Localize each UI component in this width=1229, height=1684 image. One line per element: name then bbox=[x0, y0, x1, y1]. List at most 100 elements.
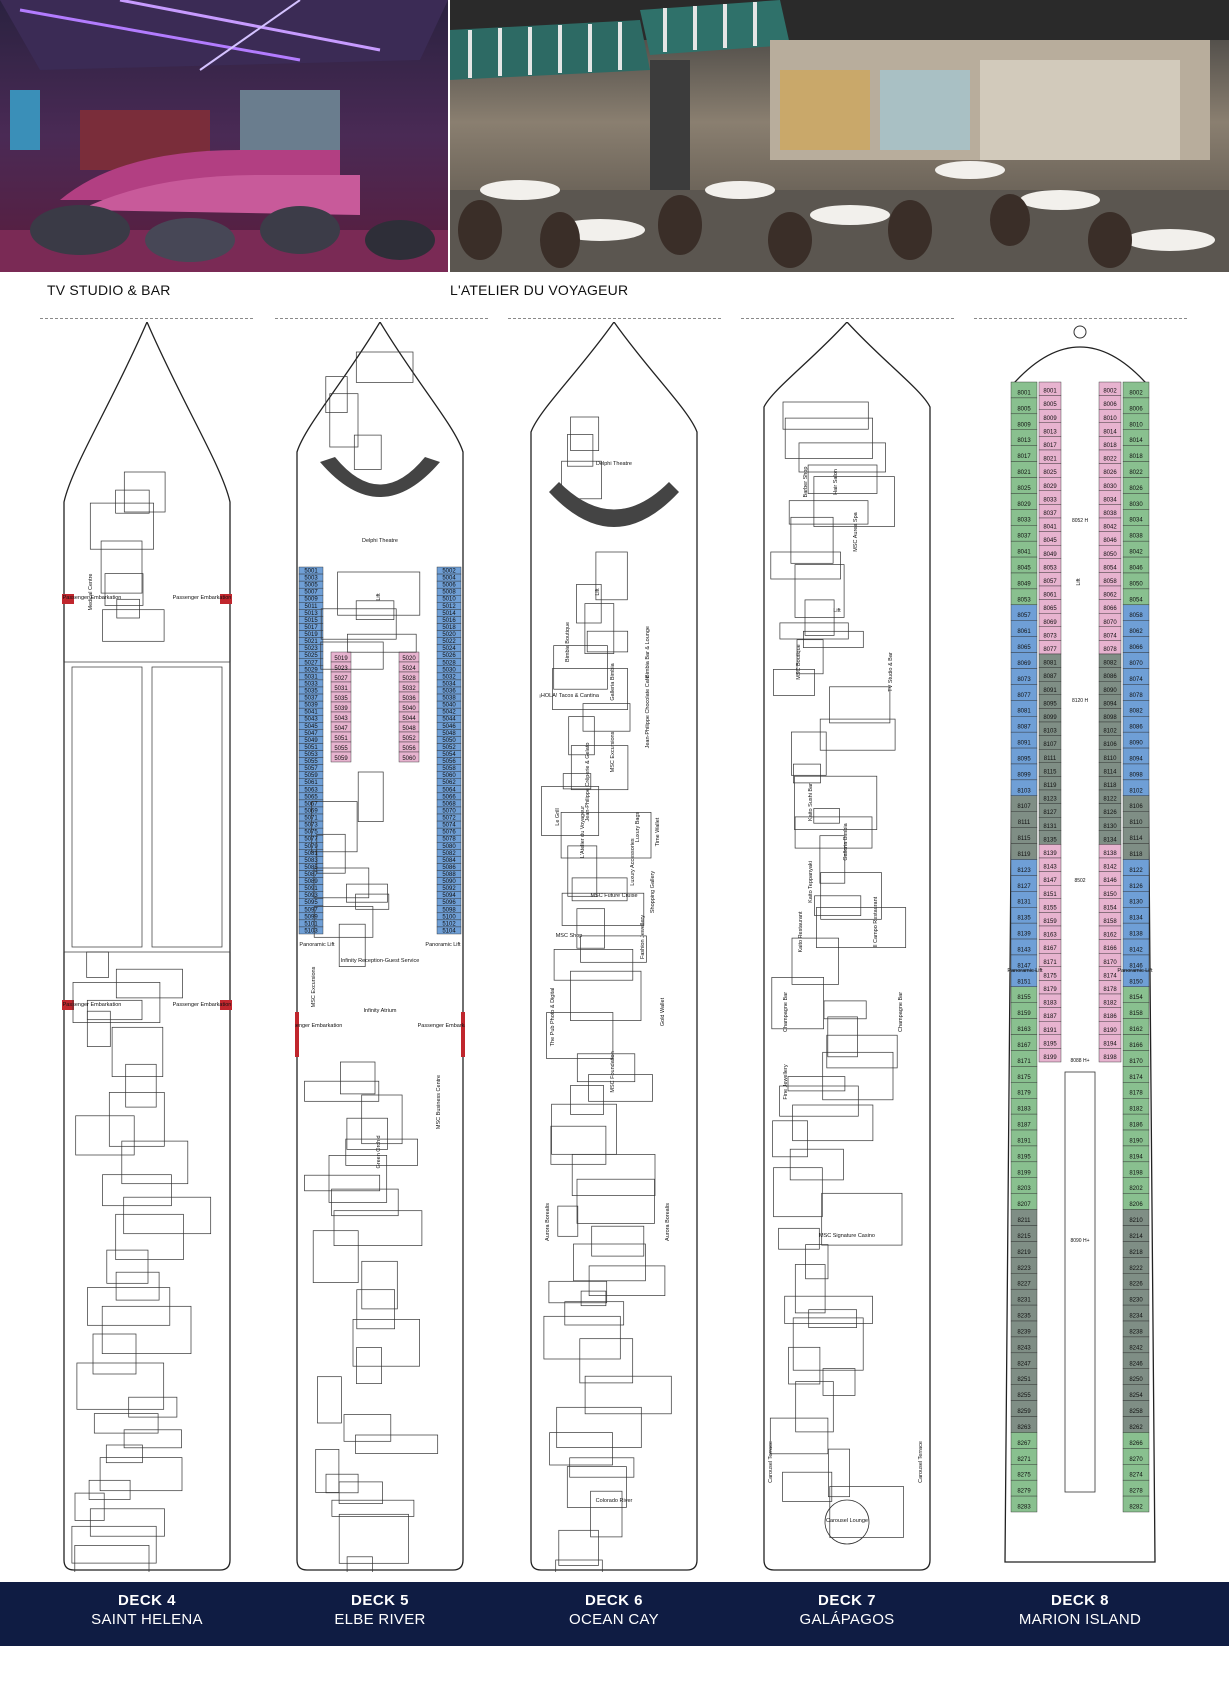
cabin-number: 8115 bbox=[1044, 769, 1058, 775]
cabin-number: 5035 bbox=[334, 696, 348, 702]
cabin-number: 8103 bbox=[1043, 729, 1057, 735]
cabin-number: 8021 bbox=[1017, 470, 1031, 476]
room-outline bbox=[105, 1444, 143, 1464]
room-outline bbox=[92, 1333, 137, 1375]
cabin-number: 8058 bbox=[1129, 613, 1143, 619]
cabin-number: 8143 bbox=[1017, 947, 1031, 953]
room-outline bbox=[128, 1396, 178, 1418]
cabin-number: 8254 bbox=[1129, 1393, 1143, 1399]
cabin-number: 5044 bbox=[442, 717, 456, 723]
room-outline bbox=[72, 982, 161, 1023]
cabin-number: 5018 bbox=[442, 625, 456, 631]
cabin-number: 8086 bbox=[1129, 725, 1143, 731]
room-outline bbox=[819, 835, 846, 884]
cabin-number: 5045 bbox=[304, 724, 318, 730]
cabin-number: 8111 bbox=[1018, 820, 1031, 826]
cabin-number: 8155 bbox=[1017, 995, 1031, 1001]
cabin-number: 5080 bbox=[442, 844, 456, 850]
cabin-number: 8102 bbox=[1129, 788, 1143, 794]
divider bbox=[40, 318, 253, 319]
room-outline bbox=[795, 1381, 834, 1433]
cabin-number: 8041 bbox=[1017, 550, 1031, 556]
cabin-number: 8190 bbox=[1129, 1138, 1143, 1144]
cabin-number: 8062 bbox=[1129, 629, 1143, 635]
hull-outline bbox=[296, 322, 464, 1571]
cabin-number: 8057 bbox=[1043, 579, 1057, 585]
room-label: MSC Future Cruise bbox=[590, 893, 637, 899]
cabin-number: 8126 bbox=[1129, 884, 1143, 890]
cabin-number: 8175 bbox=[1043, 973, 1057, 979]
room-label: Fine Jewellery bbox=[783, 1064, 789, 1099]
cabin-number: 8131 bbox=[1043, 824, 1057, 830]
room-outline bbox=[555, 1559, 603, 1572]
room-outline bbox=[343, 1414, 392, 1442]
cabin-number: 8238 bbox=[1129, 1329, 1143, 1335]
divider bbox=[508, 318, 721, 319]
cabin-number: 5017 bbox=[304, 625, 318, 631]
room-outline bbox=[329, 393, 359, 448]
room-outline bbox=[558, 1529, 599, 1566]
cabin-number: 5054 bbox=[442, 752, 456, 758]
cabin-number: 8179 bbox=[1043, 987, 1057, 993]
room-outline bbox=[71, 1525, 157, 1564]
room-label: Time Wallet bbox=[655, 817, 661, 846]
room-outline bbox=[821, 1192, 903, 1246]
room-outline bbox=[102, 609, 165, 642]
cabin-number: 8006 bbox=[1103, 402, 1117, 408]
room-outline bbox=[552, 668, 628, 710]
room-outline bbox=[74, 1545, 150, 1572]
cabin-number: 8018 bbox=[1103, 443, 1117, 449]
cabin-number: 5047 bbox=[334, 726, 348, 732]
embarkation-marker bbox=[295, 1012, 299, 1057]
room-label: Carousel Terrace bbox=[768, 1441, 774, 1483]
cabin-number: 8029 bbox=[1043, 484, 1057, 490]
room-outline bbox=[346, 883, 388, 903]
lounge-outline bbox=[824, 1499, 870, 1545]
room-outline bbox=[814, 895, 862, 916]
cabin-number: 8081 bbox=[1017, 709, 1031, 715]
cabin-number: 8098 bbox=[1129, 772, 1143, 778]
room-outline bbox=[561, 460, 602, 500]
cabin-number: 8167 bbox=[1043, 946, 1057, 952]
cabin-number: 8025 bbox=[1043, 470, 1057, 476]
cabin-number: 8033 bbox=[1017, 518, 1031, 524]
room-outline bbox=[125, 1063, 157, 1108]
room-outline bbox=[794, 1264, 826, 1314]
room-label: Panoramic Lift bbox=[1117, 968, 1153, 974]
room-label: Aurora Borealis bbox=[545, 1203, 551, 1241]
cabin-number: 5055 bbox=[304, 759, 318, 765]
cabin-number: 8002 bbox=[1129, 390, 1143, 396]
room-outline bbox=[591, 1225, 645, 1257]
cabin-number: 8038 bbox=[1129, 534, 1143, 540]
cabin-number: 8194 bbox=[1103, 1041, 1117, 1047]
cabin-number: 5051 bbox=[304, 745, 318, 751]
room-outline bbox=[582, 703, 631, 732]
cabin-number: 8266 bbox=[1129, 1441, 1143, 1447]
room-outline bbox=[564, 1301, 625, 1326]
cabin-number: 8010 bbox=[1103, 416, 1117, 422]
cabin-number: 8199 bbox=[1017, 1170, 1031, 1176]
cabin-number: 5081 bbox=[304, 851, 318, 857]
cabin-number: 5095 bbox=[304, 900, 318, 906]
cabin-number: 5062 bbox=[442, 780, 456, 786]
room-outline bbox=[782, 1471, 833, 1502]
cabin-number: 8186 bbox=[1103, 1014, 1117, 1020]
cabin-number: 5084 bbox=[442, 858, 456, 864]
room-outline bbox=[346, 1556, 373, 1572]
cabin-number: 5088 bbox=[442, 872, 456, 878]
cabin-number: 8247 bbox=[1017, 1361, 1031, 1367]
cabin-number: 8094 bbox=[1103, 701, 1117, 707]
cabin-number: 8046 bbox=[1129, 565, 1143, 571]
cabin-number: 5019 bbox=[304, 632, 318, 638]
room-label: Carousel Terrace bbox=[918, 1441, 924, 1483]
cabin-number: 8069 bbox=[1017, 661, 1031, 667]
cabin-number: 8135 bbox=[1043, 837, 1057, 843]
cabin-number: 8026 bbox=[1103, 470, 1117, 476]
room-outline bbox=[320, 608, 397, 640]
room-outline bbox=[328, 1155, 388, 1203]
